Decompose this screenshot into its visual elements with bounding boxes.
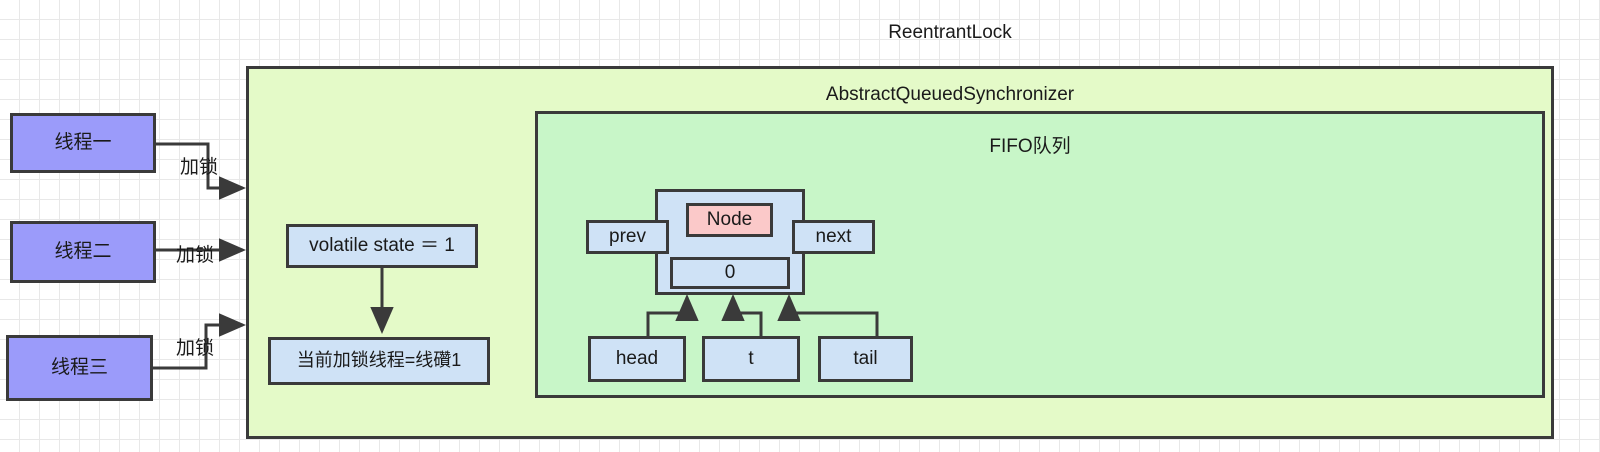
current-lock-owner-label: 当前加锁线程=线礸1 [296,350,462,371]
node-value-box[interactable]: 0 [670,257,790,289]
page-title: ReentrantLock [888,22,1012,43]
volatile-state-label: volatile state ＝ 1 [309,234,455,256]
thread-box-3-label: 线程三 [50,356,108,378]
pointer-box-head-label: head [615,347,659,369]
volatile-state-box[interactable]: volatile state ＝ 1 [286,224,478,268]
pointer-box-head[interactable]: head [588,336,686,382]
thread-box-1-label: 线程一 [54,131,112,153]
thread-box-2[interactable]: 线程二 [10,221,156,283]
pointer-box-t[interactable]: t [702,336,800,382]
node-next-label: next [815,225,852,247]
node-value-label: 0 [724,261,736,283]
thread-box-2-label: 线程二 [54,240,112,262]
node-title-box[interactable]: Node [686,203,773,237]
edge-label-lock-2: 加锁 [176,245,215,266]
node-next-box[interactable]: next [792,220,875,254]
node-title-label: Node [706,208,753,230]
fifo-queue-label: FIFO队列 [989,136,1071,157]
thread-box-3[interactable]: 线程三 [6,335,153,401]
current-lock-owner-box[interactable]: 当前加锁线程=线礸1 [268,337,490,385]
pointer-box-t-label: t [748,347,754,369]
node-prev-box[interactable]: prev [586,220,669,254]
aqs-container-label: AbstractQueuedSynchronizer [825,84,1075,105]
pointer-box-tail[interactable]: tail [818,336,913,382]
pointer-box-tail-label: tail [853,347,878,369]
node-prev-label: prev [609,225,646,247]
thread-box-1[interactable]: 线程一 [10,113,156,173]
edge-label-lock-3: 加锁 [176,338,215,359]
edge-label-lock-1: 加锁 [180,157,219,178]
